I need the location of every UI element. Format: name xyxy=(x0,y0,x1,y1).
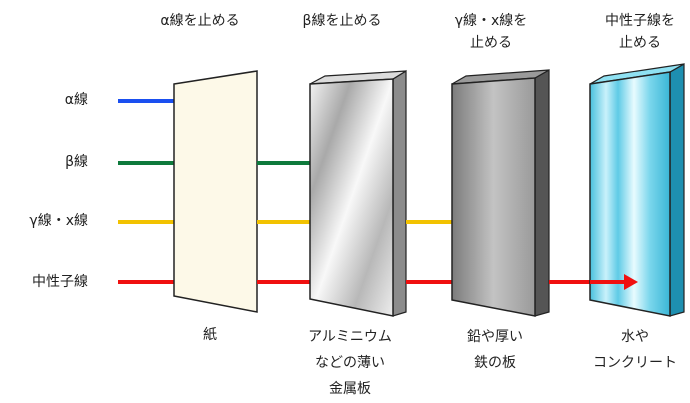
top-label-alpha: α線を止める xyxy=(160,13,240,29)
neutron-arrow-head-front xyxy=(624,274,638,290)
paper-panel xyxy=(173,70,258,313)
lead-panel xyxy=(451,77,536,317)
ray-label-beta: β線 xyxy=(65,154,88,170)
top-label-beta: β線を止める xyxy=(302,13,382,29)
top-label-gamma: γ線・x線を 止める xyxy=(454,13,528,51)
aluminum-panel-side xyxy=(392,69,407,317)
material-label-paper: 紙 xyxy=(203,327,217,343)
material-label-aluminum: アルミニウム などの薄い 金属板 xyxy=(308,329,392,397)
material-label-lead-iron: 鉛や厚い 鉄の板 xyxy=(467,329,523,371)
water-panel xyxy=(589,71,671,317)
lead-panel-side xyxy=(534,68,550,317)
ray-label-gamma: γ線・x線 xyxy=(29,213,88,229)
ray-label-neutron: 中性子線 xyxy=(32,274,88,290)
water-panel-side xyxy=(669,62,685,317)
material-label-water-concrete: 水や コンクリート xyxy=(593,329,677,371)
aluminum-panel xyxy=(309,78,394,317)
top-label-neutron: 中性子線を 止める xyxy=(605,13,675,51)
ray-label-alpha: α線 xyxy=(64,92,88,108)
